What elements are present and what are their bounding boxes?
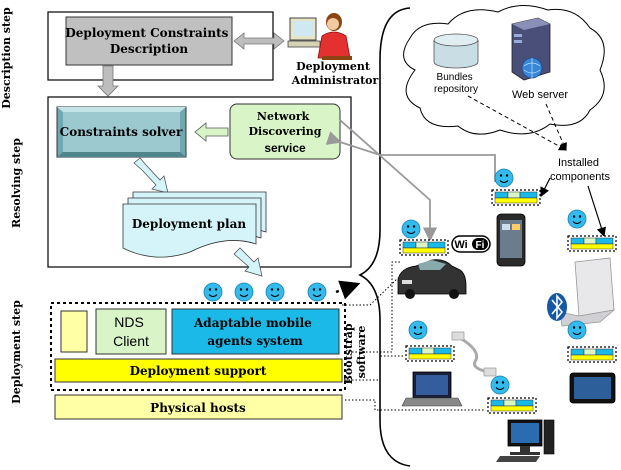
smiley-car (401, 219, 421, 239)
car-icon (397, 259, 467, 299)
physical-hosts-label: Physical hosts (150, 401, 246, 415)
deployment-step-label: Deployment step (10, 300, 23, 404)
installed-pointer-right (587, 185, 607, 238)
deployment-support-label: Deployment support (130, 364, 267, 378)
wifi-label-right: Fi (476, 240, 485, 251)
smartphone-icon (496, 213, 526, 267)
nds-label-line2: Discovering (249, 125, 322, 138)
laptop-icon (559, 257, 616, 327)
installed-label-line2: components (550, 171, 610, 183)
agents-label-line1: Adaptable mobile (193, 316, 312, 330)
nds-link-to-car (339, 119, 438, 242)
installed-component-car (399, 239, 449, 256)
nds-client-line2: Client (113, 333, 149, 349)
svg-text:Installed components: Installed components (550, 157, 610, 183)
description-step-label: Description step (0, 7, 13, 109)
installed-component-laptop (567, 235, 617, 252)
smiley-tablet (567, 320, 587, 340)
nds-client-box (95, 308, 167, 355)
repository-to-components-arrow (467, 95, 567, 151)
bundles-label-line2: repository (434, 84, 478, 95)
bootstrap-link-3 (345, 355, 405, 381)
smiley-laptop (567, 209, 587, 229)
nds-link-to-phone (325, 131, 496, 182)
bootstrap-software-frame (50, 302, 346, 391)
svg-text:Deployment Administrator: Deployment Administrator (291, 60, 379, 87)
installed-component-desktop (487, 397, 537, 414)
devices-brace (358, 7, 411, 467)
bundles-repository-icon (433, 33, 479, 69)
resolving-step-label: Resolving step (10, 138, 23, 228)
bootstrap-link-1 (342, 277, 399, 306)
wifi-icon (451, 235, 491, 253)
bootstrap-software-label: Bootstrap software (342, 320, 368, 385)
svg-text:Network Discovering: Network Discovering (249, 110, 322, 138)
agents-label-line2: agents system (207, 334, 303, 348)
deployment-plan-label: Deployment plan (132, 217, 246, 231)
deployment-plan-documents (122, 191, 267, 258)
web-server-icon (511, 17, 551, 81)
agents-to-devices-arrow (335, 280, 361, 300)
admin-double-arrow (233, 32, 285, 50)
installed-component-phone (491, 189, 541, 206)
network-cable-icon (451, 331, 497, 377)
wifi-label-left: Wi (454, 239, 467, 251)
web-server-label: Web server (512, 89, 568, 101)
bootstrap-link-2 (345, 261, 401, 353)
mobile-agents-smileys (203, 282, 327, 302)
solver-to-plan-arrow (133, 157, 169, 194)
installed-component-cable (405, 345, 455, 362)
bundles-label-line1: Bundles (437, 72, 473, 83)
bootstrap-link-4 (345, 399, 485, 411)
deployment-support-box (54, 358, 343, 383)
constraints-description-line2: Description (110, 42, 188, 56)
notebook-icon (401, 371, 463, 407)
physical-hosts-box (54, 394, 343, 420)
constraints-description-line1: Deployment Constraints (65, 26, 228, 40)
svg-text:Adaptable mobile agents sy: Adaptable mobile agents system (193, 316, 316, 348)
administrator-icon (287, 13, 352, 60)
svg-text:Bundles repository: Bundles repository (434, 72, 478, 95)
description-to-resolving-arrow (97, 65, 119, 97)
nds-client-line1: NDS (114, 314, 144, 330)
nds-label-line1: Network (257, 110, 310, 123)
adaptable-mobile-agents-box (171, 308, 340, 355)
smiley-phone (494, 168, 514, 188)
bluetooth-icon (547, 293, 567, 321)
nds-to-solver-arrow (194, 122, 229, 142)
plan-to-agents-arrow (233, 247, 263, 277)
installed-component-tablet (567, 346, 617, 363)
smiley-desktop (490, 375, 510, 395)
admin-label-line2: Administrator (291, 74, 379, 87)
tablet-icon (569, 372, 616, 404)
admin-label-line1: Deployment (296, 60, 371, 73)
installed-pointer-left (540, 177, 551, 198)
nds-label-line3: service (264, 141, 306, 155)
installed-label-line1: Installed (558, 157, 599, 169)
constraints-solver-label: Constraints solver (60, 125, 183, 139)
constraints-solver-box (56, 106, 187, 158)
smiley-cable (408, 320, 428, 340)
svg-text:Deployment Constraints Des: Deployment Constraints Description (65, 26, 232, 56)
cloud-shape (403, 5, 605, 135)
svg-text:NDS Client: NDS Client (113, 314, 149, 349)
constraints-description-box (65, 16, 233, 66)
webserver-to-components-arrow (545, 103, 567, 151)
desktop-computer-icon (496, 419, 555, 462)
empty-yellow-box (60, 310, 88, 353)
